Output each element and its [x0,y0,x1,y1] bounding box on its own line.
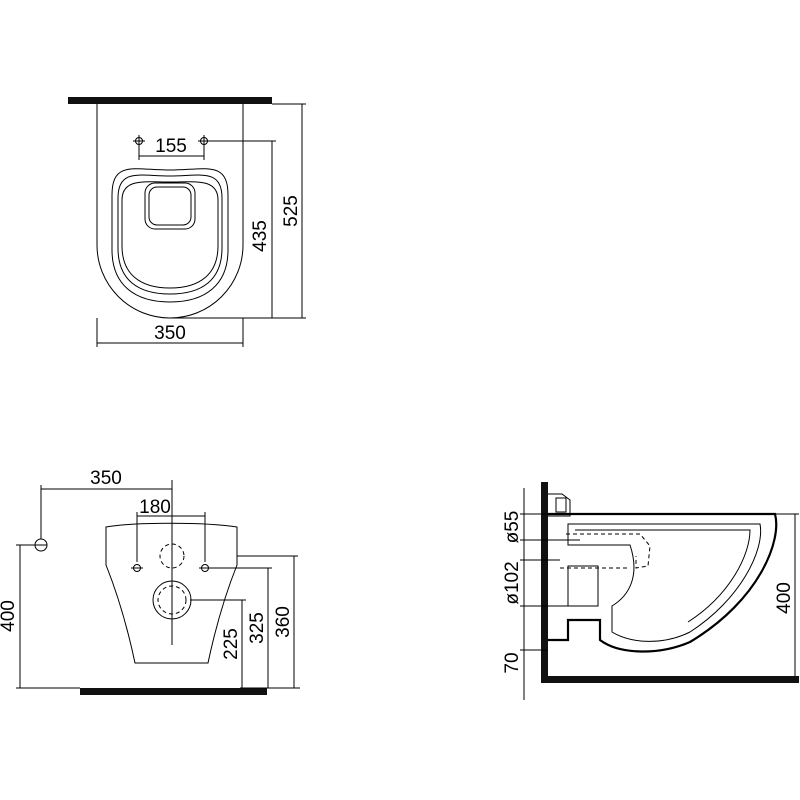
top-view: 155 350 435 525 [68,97,306,347]
side-view: ø55 ø102 70 400 [502,482,799,700]
dim-325: 325 [247,612,268,644]
dim-height-total-front: 400 [0,600,19,632]
floor-side-view [541,676,799,683]
wall-side-view [541,482,548,682]
dim-hole-spacing: 155 [155,136,187,157]
dim-outlet: ø102 [502,561,523,604]
lid-outline [144,182,196,230]
dim-225: 225 [221,628,242,660]
front-view: 180 350 400 225 325 360 [0,468,300,695]
fixing-hole-front-right [199,564,211,572]
dim-offset: 350 [90,468,122,489]
dim-floor: 70 [502,652,523,673]
dim-width-top: 350 [154,323,186,344]
dim-depth-inner: 435 [250,220,271,252]
dim-inlet: ø55 [502,511,523,544]
dim-360: 360 [273,606,294,638]
dim-fixing-spacing: 180 [139,497,171,518]
dim-height-side: 400 [774,582,795,614]
outlet-pipe [567,565,599,607]
bowl-outline-side [548,512,778,653]
dim-depth-total: 525 [281,195,302,227]
seat-outer [111,168,229,303]
fixing-hole-left [133,135,145,147]
floor-front-view [80,688,267,695]
fixing-hole-front-left [131,564,143,572]
wall-top-view [68,97,272,104]
